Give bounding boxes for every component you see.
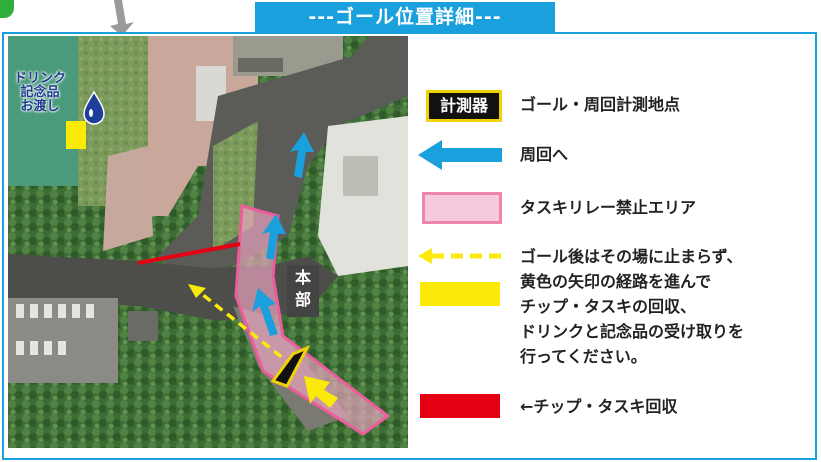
sports-court (8, 36, 78, 186)
legend-label: ←チップ・タスキ回収 (520, 397, 678, 416)
pink-area-swatch (422, 192, 502, 224)
blue-arrow-icon (418, 140, 502, 170)
blue-arrow-3 (290, 132, 314, 178)
headquarters-label: 本 部 (287, 265, 319, 317)
legend-item-goal-timing: 計測器 ゴール・周回計測地点 (418, 90, 813, 122)
legend-line: チップ・タスキの回収、 (520, 297, 697, 316)
yellow-route-swatch (420, 282, 500, 306)
pointer-arrow-icon (110, 0, 134, 36)
honbu-char: 本 (294, 268, 311, 287)
legend-item-to-lap: 周回へ (418, 140, 813, 172)
legend-line: ゴール後はその場に止まらず、 (520, 247, 743, 266)
yellow-dashed-arrow-icon (418, 248, 502, 264)
blue-arrow-2 (262, 214, 286, 260)
timing-badge: 計測器 (426, 90, 502, 122)
page-title: ---ゴール位置詳細--- (255, 2, 555, 32)
aerial-map (8, 36, 408, 448)
drink-station-marker (66, 121, 86, 149)
legend-line: 行ってください。 (520, 347, 647, 366)
legend-item-no-relay-area: タスキリレー禁止エリア (418, 192, 813, 226)
honbu-char: 部 (294, 290, 311, 309)
drink-label-line: お渡し (20, 99, 60, 114)
timing-bar (270, 344, 311, 388)
drink-label-line: ドリンク (13, 71, 66, 86)
legend-label: タスキリレー禁止エリア (520, 198, 697, 217)
water-drop-icon (83, 90, 105, 125)
drink-station-label: ドリンク 記念品 お渡し (10, 72, 70, 114)
collection-line (137, 242, 241, 265)
blue-arrow-1 (252, 288, 278, 336)
drink-label-line: 記念品 (20, 85, 60, 100)
legend-label: ゴール・周回計測地点 (520, 95, 681, 114)
legend-label-block: ゴール後はその場に止まらず、 黄色の矢印の経路を進んで チップ・タスキの回収、 … (520, 244, 744, 369)
red-line-swatch (420, 394, 500, 418)
yellow-arrow-head (188, 284, 206, 298)
legend-item-after-goal: ゴール後はその場に止まらず、 黄色の矢印の経路を進んで チップ・タスキの回収、 … (418, 244, 813, 374)
legend-line: ドリンクと記念品の受け取りを (520, 322, 745, 341)
yellow-course-arrow (304, 376, 338, 408)
corner-tab (0, 0, 14, 18)
legend-item-collection: ←チップ・タスキ回収 (418, 394, 813, 424)
legend-line: 黄色の矢印の経路を進んで (520, 272, 712, 291)
legend: 計測器 ゴール・周回計測地点 周回へ タスキリレー禁止エリア ゴール後はその場に… (418, 36, 813, 448)
legend-label: 周回へ (520, 145, 569, 164)
